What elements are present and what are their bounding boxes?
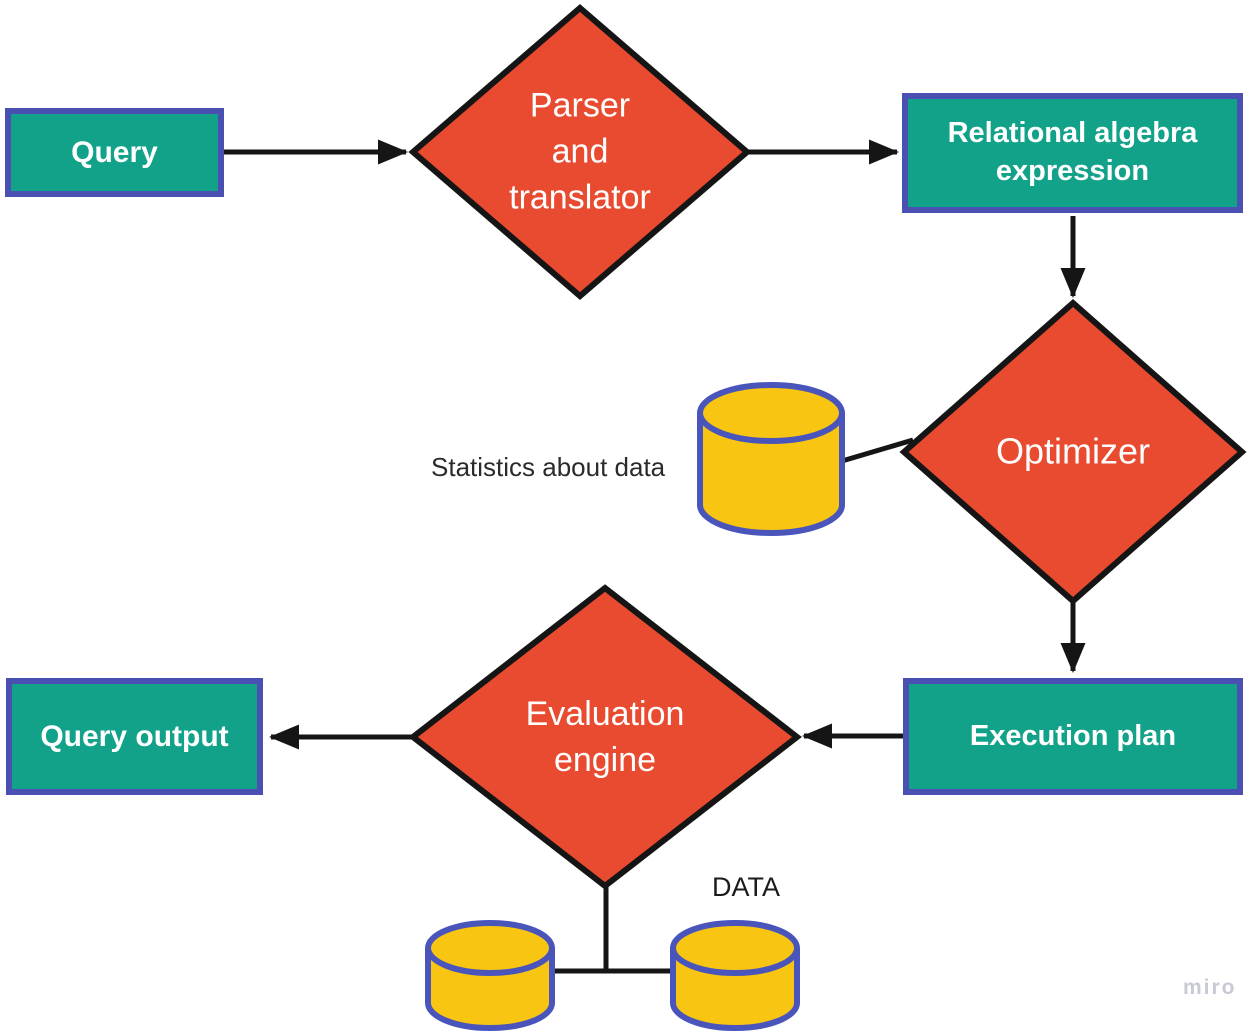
data-database-icon-right [670,920,800,1031]
parser-diamond [408,4,752,300]
query-label: Query [71,136,158,169]
relational-algebra-label: Relational algebra expression [947,117,1198,187]
query-output-node: Query output [6,678,263,795]
miro-watermark: miro [1183,976,1237,999]
optimizer-diamond [899,299,1247,605]
query-node: Query [5,108,224,197]
statistics-database-icon [697,382,845,536]
execution-plan-label: Execution plan [969,719,1177,752]
optimizer-label: Optimizer [995,430,1151,472]
data-label: DATA [712,872,781,902]
query-output-label: Query output [40,720,229,753]
parser-label: Parser and translator [509,86,651,218]
statistics-about-data-label: Statistics about data [431,452,666,482]
relational-algebra-node: Relational algebra expression [902,93,1243,213]
line-statistics-db-to-optimizer [841,437,914,464]
execution-plan-node: Execution plan [903,678,1243,795]
data-database-icon-left [425,920,555,1031]
evaluation-engine-label: Evaluation engine [525,694,685,779]
evaluation-engine-diamond [408,584,802,890]
